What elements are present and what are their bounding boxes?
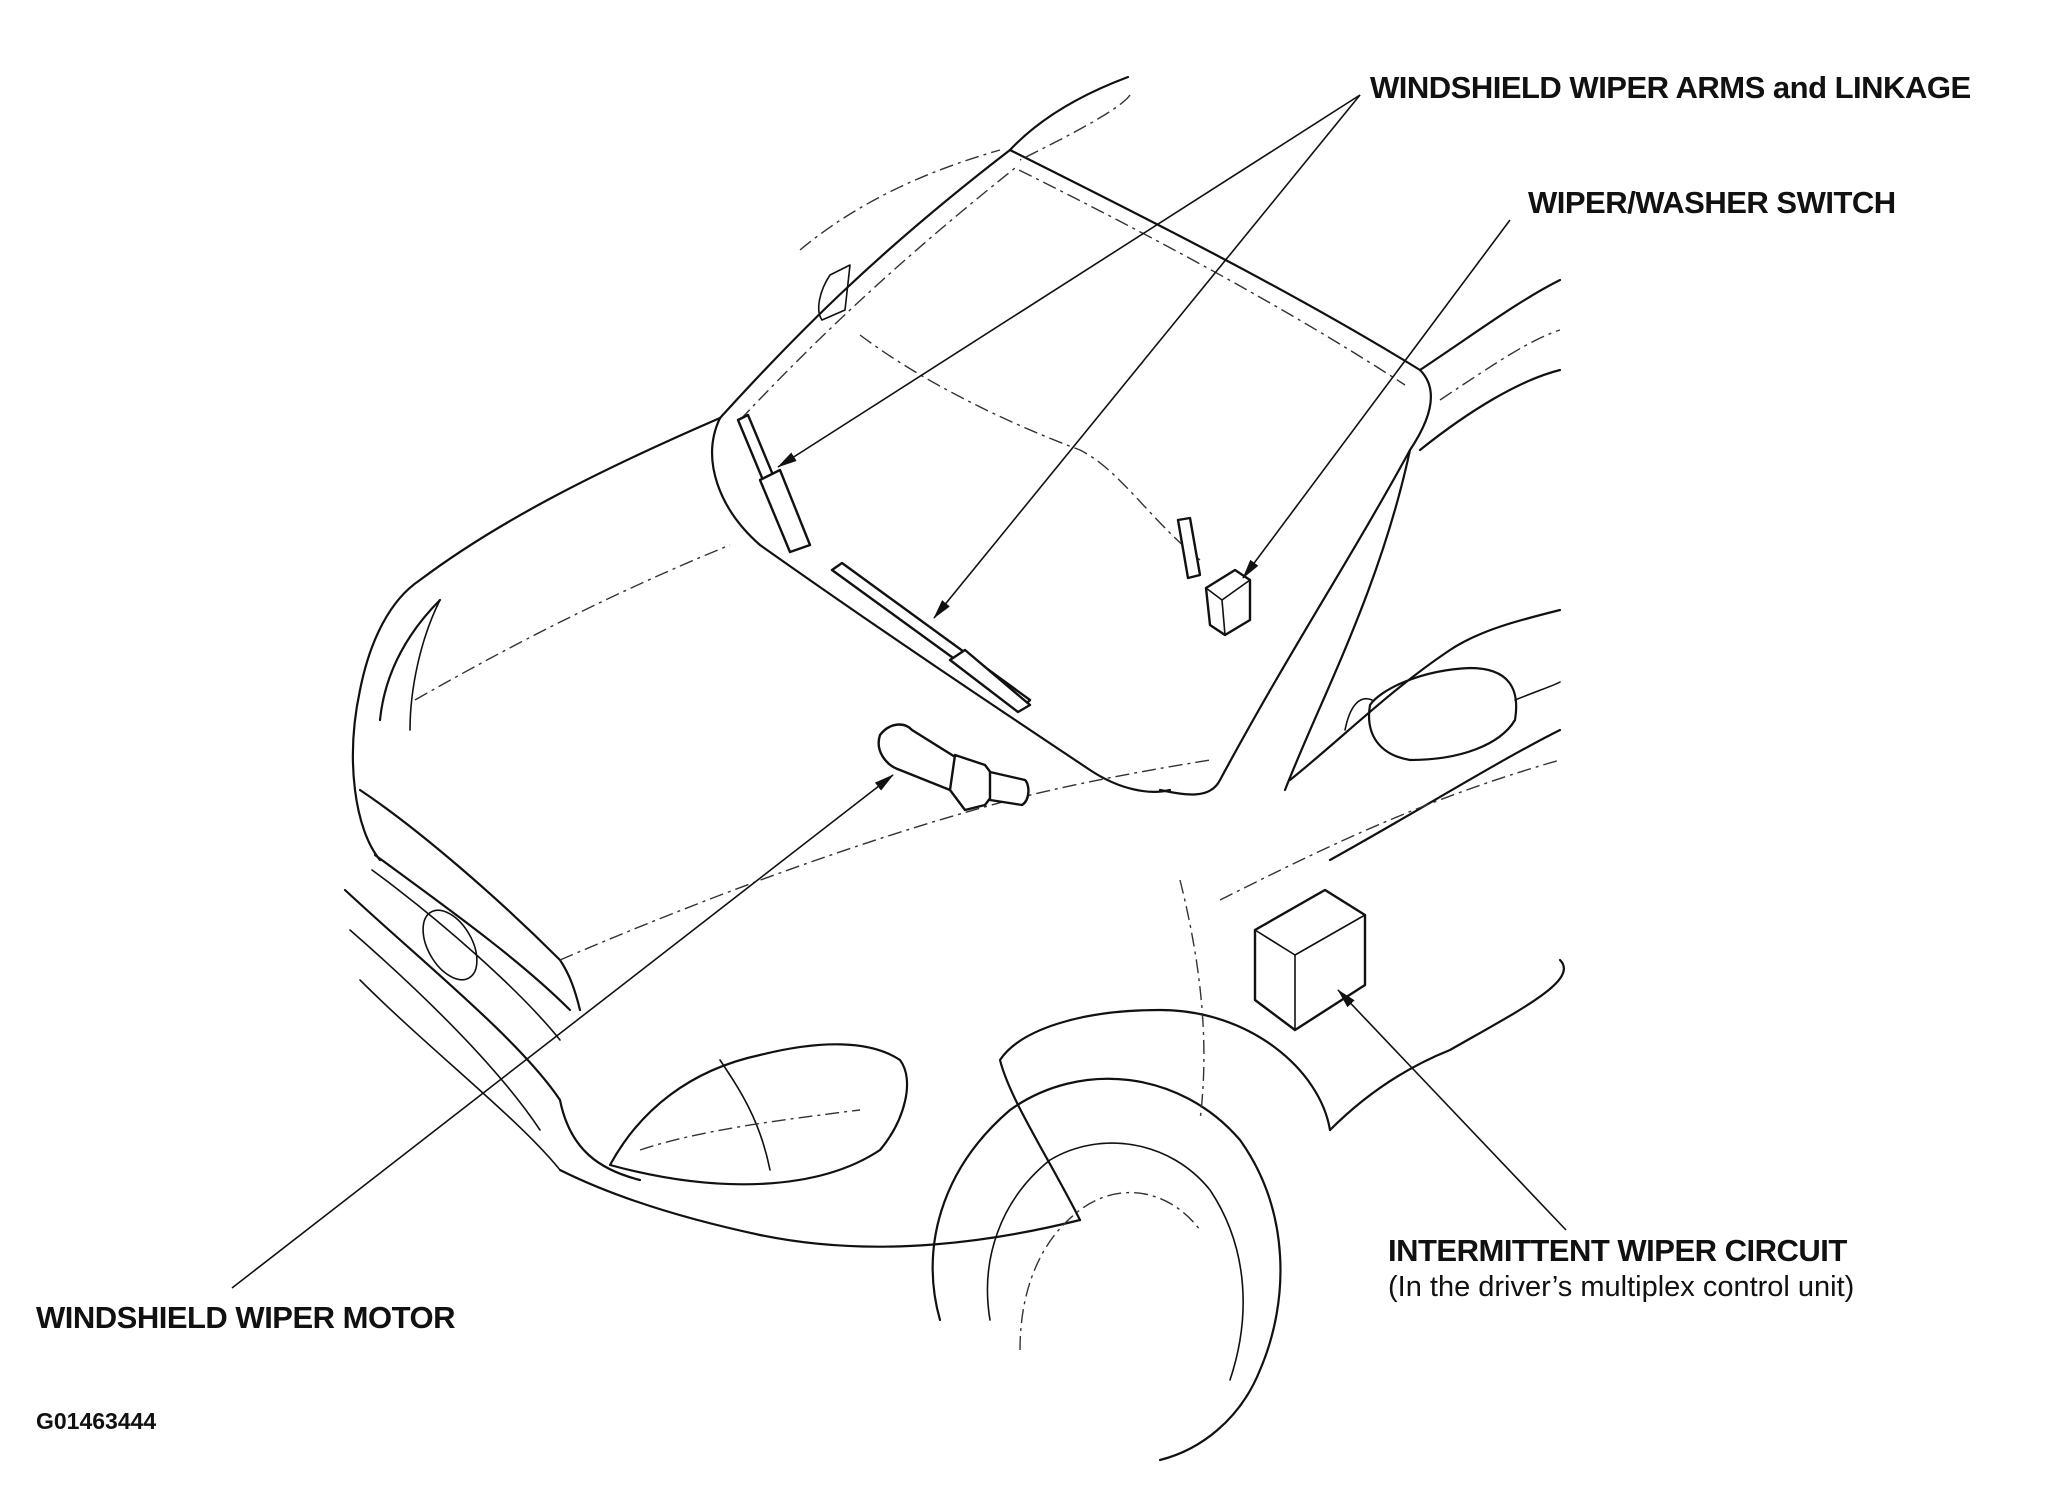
label-intermittent-wiper-circuit: INTERMITTENT WIPER CIRCUIT [1388, 1233, 1847, 1268]
label-wiper-washer-switch: WIPER/WASHER SWITCH [1528, 185, 1896, 220]
wiper-blades [736, 413, 1032, 714]
wiper-washer-switch [1176, 516, 1252, 637]
label-wiper-motor: WINDSHIELD WIPER MOTOR [36, 1300, 455, 1335]
label-multiplex-control-unit-note: (In the driver’s multiplex control unit) [1388, 1271, 1855, 1303]
label-wiper-arms-linkage: WINDSHIELD WIPER ARMS and LINKAGE [1370, 70, 1971, 105]
leader-lines [231, 94, 1567, 1289]
figure-code: G01463444 [36, 1408, 157, 1434]
multiplex-control-unit [1253, 888, 1367, 1032]
wiper-motor [877, 723, 1030, 812]
car-body-outline [343, 75, 1565, 1462]
